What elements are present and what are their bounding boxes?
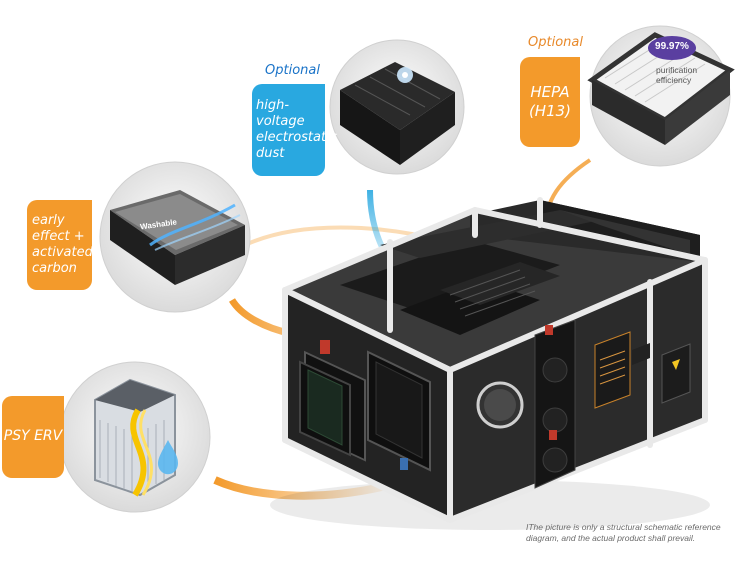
electrostatic-module-circle (329, 39, 465, 175)
hepa-tag: HEPA (H13) (520, 57, 580, 147)
erv-tag-label: PSY ERV (3, 428, 63, 445)
hepa-efficiency-caption: purification efficiency (656, 65, 698, 85)
electrostatic-tag: high-voltage electrostatic dust (252, 84, 337, 176)
hepa-tag-label: HEPA (H13) (528, 83, 572, 120)
primary-filter-tag: early effect + activated carbon (27, 200, 93, 290)
side-fan-section (534, 319, 576, 489)
electrical-box (661, 343, 691, 404)
control-label (594, 331, 631, 409)
disclaimer-text: IThe picture is only a structural schema… (526, 522, 721, 544)
erv-tag: PSY ERV (2, 396, 64, 478)
hepa-optional-label: Optional (528, 35, 583, 50)
electrostatic-tag-label: high-voltage electrostatic dust (256, 97, 337, 162)
unit-side-face (450, 260, 705, 520)
primary-filter-circle (99, 161, 251, 313)
hepa-filter-circle (587, 25, 735, 167)
water-drop-icon (157, 440, 178, 475)
electrostatic-optional-label: Optional (265, 63, 320, 78)
efficiency-badge (648, 36, 696, 60)
primary-filter-tag-label: early effect + activated carbon (32, 212, 93, 277)
hepa-efficiency-value: 99.97% (655, 41, 689, 52)
connector-erv (213, 476, 391, 500)
erv-circle (59, 361, 211, 513)
